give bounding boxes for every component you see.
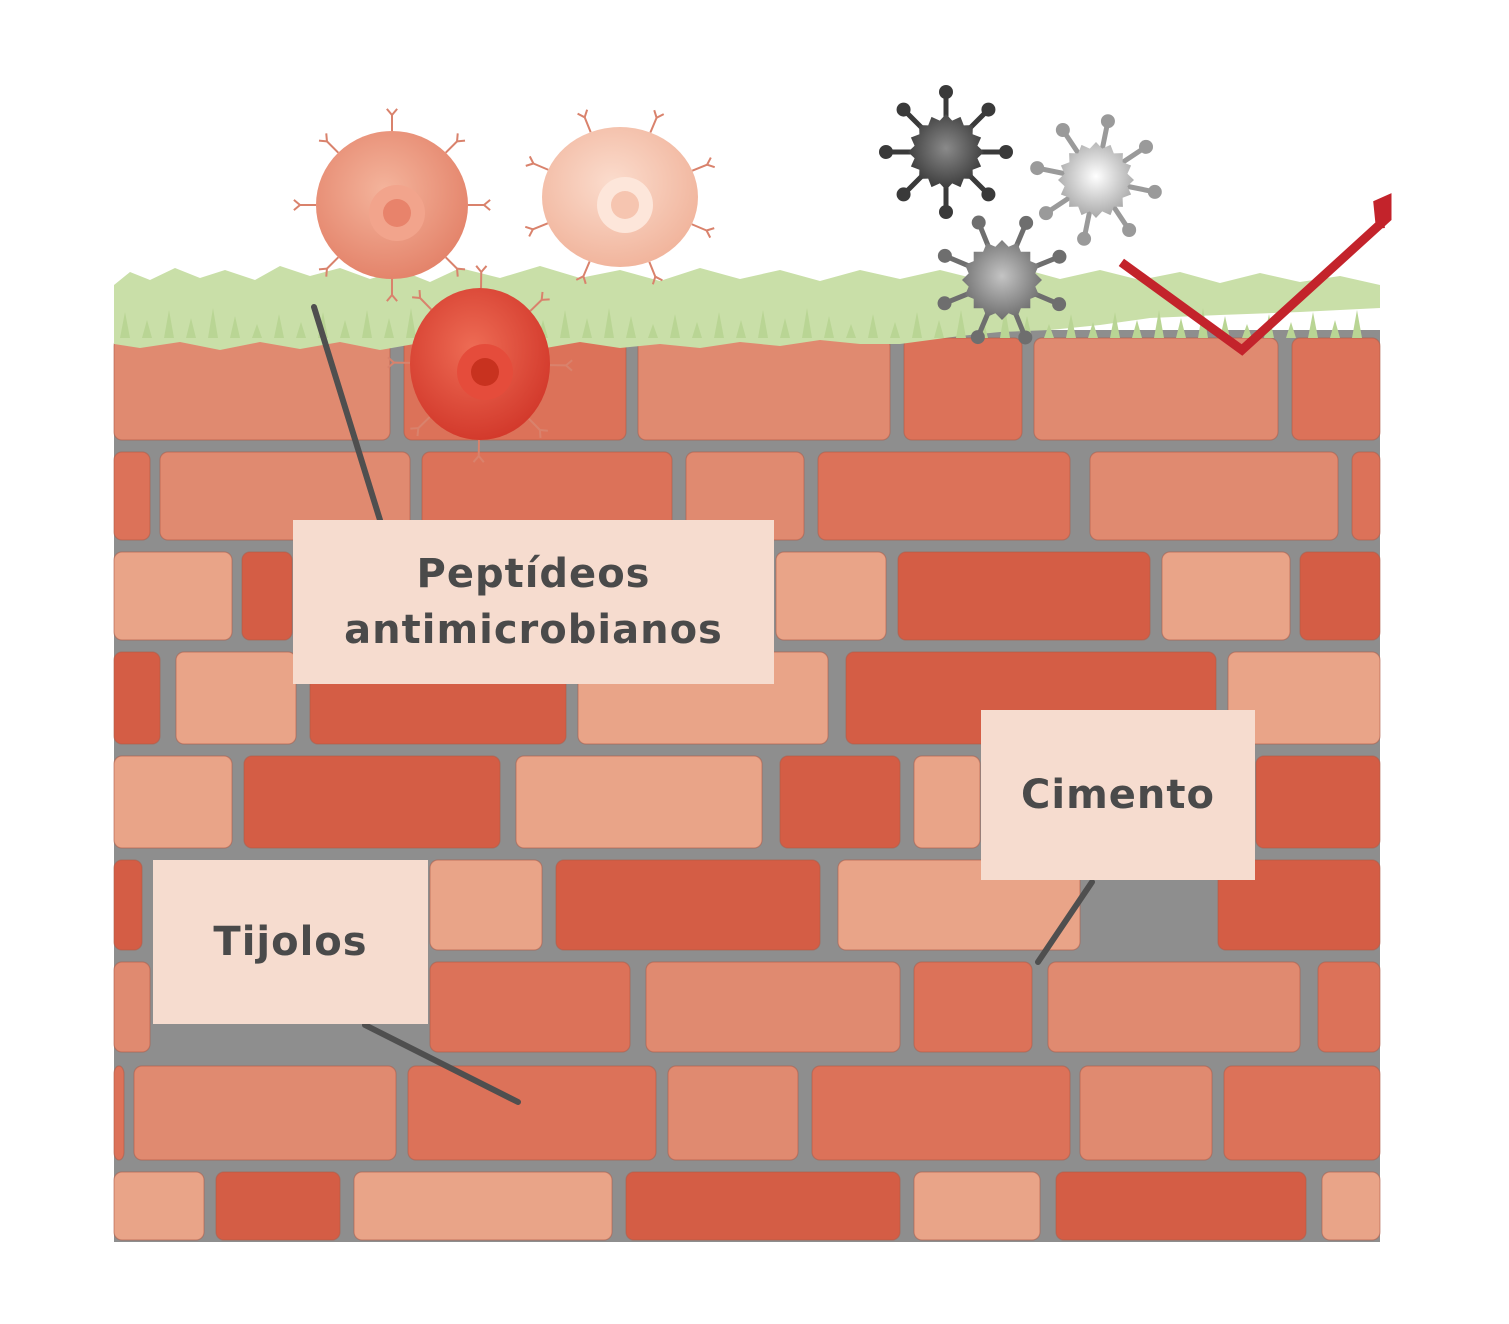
brick (1352, 452, 1380, 540)
brick (780, 756, 900, 848)
brick (776, 552, 886, 640)
grass-tuft (1132, 320, 1142, 338)
label-peptides: Peptídeos antimicrobianos (293, 520, 774, 684)
brick (1322, 1172, 1380, 1240)
brick (914, 962, 1032, 1052)
grass-tuft (1308, 312, 1318, 338)
brick (818, 452, 1070, 540)
brick (914, 756, 980, 848)
brick (556, 860, 820, 950)
virus-icon (1030, 114, 1162, 246)
brick (668, 1066, 798, 1160)
label-bricks: Tijolos (153, 860, 428, 1024)
brick (626, 1172, 900, 1240)
brick (1224, 1066, 1380, 1160)
brick (1080, 1066, 1212, 1160)
brick (216, 1172, 340, 1240)
grass-tuft (1352, 310, 1362, 338)
brick (114, 452, 150, 540)
brick (898, 552, 1150, 640)
brick (812, 1066, 1070, 1160)
label-cement-text: Cimento (1021, 767, 1215, 823)
brick (430, 962, 630, 1052)
brick (244, 756, 500, 848)
brick (1318, 962, 1380, 1052)
grass-tuft (1176, 318, 1186, 338)
brick (1048, 962, 1300, 1052)
immune-cell-icon (525, 110, 714, 285)
brick (114, 1172, 204, 1240)
brick (1090, 452, 1338, 540)
brick (134, 1066, 396, 1160)
brick (114, 652, 160, 744)
brick (114, 1066, 124, 1160)
brick (114, 860, 142, 950)
grass-tuft (1330, 320, 1340, 338)
brick (638, 338, 890, 440)
brick (914, 1172, 1040, 1240)
brick (242, 552, 292, 640)
virus-icon (879, 85, 1013, 219)
brick (176, 652, 296, 744)
brick (114, 962, 150, 1052)
brick (516, 756, 762, 848)
brick (904, 338, 1022, 440)
brick (114, 552, 232, 640)
label-cement: Cimento (981, 710, 1255, 880)
brick (1300, 552, 1380, 640)
brick (430, 860, 542, 950)
brick (354, 1172, 612, 1240)
brick (408, 1066, 656, 1160)
label-peptides-line1: Peptídeos (344, 546, 723, 602)
brick (1056, 1172, 1306, 1240)
label-bricks-text: Tijolos (213, 914, 367, 970)
brick (1256, 756, 1380, 848)
label-peptides-line2: antimicrobianos (344, 602, 723, 658)
brick (646, 962, 900, 1052)
brick (114, 756, 232, 848)
brick (1162, 552, 1290, 640)
brick (1292, 338, 1380, 440)
